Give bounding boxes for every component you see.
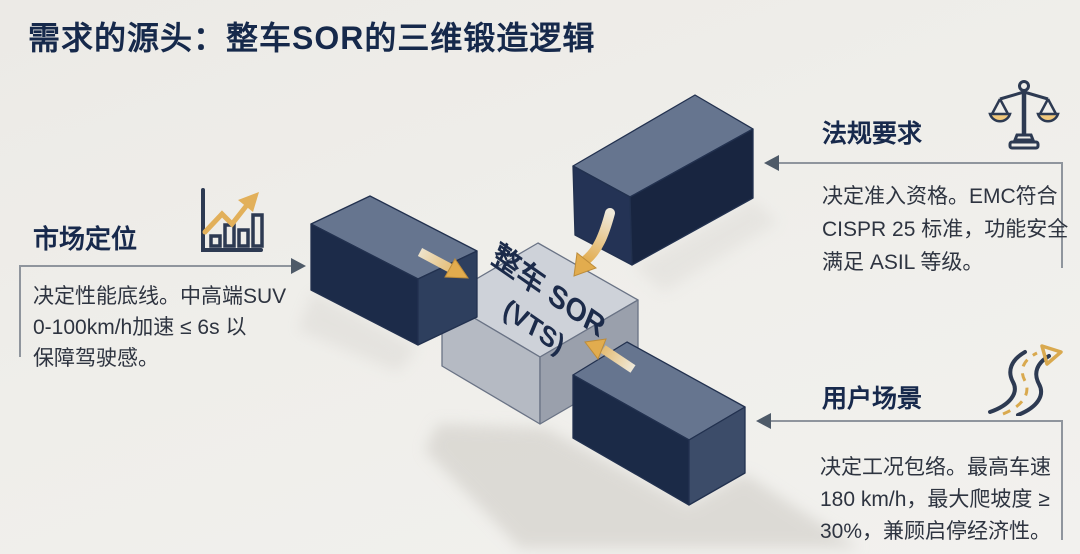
market-heading: 市场定位 (33, 224, 138, 254)
regulation-heading: 法规要求 (822, 120, 923, 148)
top-box-shadow (634, 200, 778, 292)
market-body: 决定性能底线。中高端SUV 0-100km/h加速 ≤ 6s 以 保障驾驶感。 (33, 281, 286, 374)
user-block-end-face (688, 406, 746, 506)
market-arrowhead-icon (291, 258, 306, 274)
regulation-arrowhead-icon (764, 155, 779, 171)
flow-arrows (417, 208, 636, 373)
user-arrowhead-icon (756, 413, 771, 429)
regulation-block-front-face (629, 128, 754, 266)
regulation-flow-arrow-icon (573, 208, 615, 277)
market-connector-line (19, 265, 294, 357)
ground-shadows (298, 200, 860, 548)
user-scenario-body-line: 决定工况包络。最高车速 (820, 456, 1051, 479)
regulation-body-line: CISPR 25 标准，功能安全 (822, 218, 1069, 241)
user-scenario-body-line: 30%，兼顾启停经济性。 (820, 520, 1052, 543)
growth-bar-chart-icon (201, 188, 264, 252)
user-scenario-body-line: 180 km/h，最大爬坡度 ≥ (820, 488, 1050, 511)
regulation-body: 决定准入资格。EMC符合 CISPR 25 标准，功能安全 满足 ASIL 等级… (822, 180, 1068, 279)
regulation-connector-line (778, 162, 1063, 268)
page-title: 需求的源头：整车SOR的三维锻造逻辑 (28, 20, 596, 56)
market-flow-arrow-icon (417, 248, 469, 279)
center-shadow (425, 424, 860, 548)
user-scenario-heading: 用户场景 (822, 385, 923, 413)
market-body-line: 决定性能底线。中高端SUV (33, 285, 287, 308)
user-connector-line (770, 420, 1063, 540)
left-box-shadow (298, 292, 418, 372)
regulation-block (572, 94, 754, 266)
winding-road-icon (988, 344, 1063, 416)
market-body-line: 0-100km/h加速 ≤ 6s 以 (33, 316, 247, 339)
center-cube (441, 242, 639, 425)
market-body-line: 保障驾驶感。 (33, 347, 159, 370)
balance-scale-icon (988, 80, 1060, 150)
user-scenario-body: 决定工况包络。最高车速 180 km/h，最大爬坡度 ≥ 30%，兼顾启停经济性… (820, 452, 1051, 548)
regulation-body-line: 满足 ASIL 等级。 (822, 251, 984, 274)
user-block (572, 341, 746, 506)
regulation-body-line: 决定准入资格。EMC符合 (822, 185, 1058, 208)
user-flow-arrow-icon (584, 338, 636, 373)
connector-lines (19, 155, 1063, 540)
